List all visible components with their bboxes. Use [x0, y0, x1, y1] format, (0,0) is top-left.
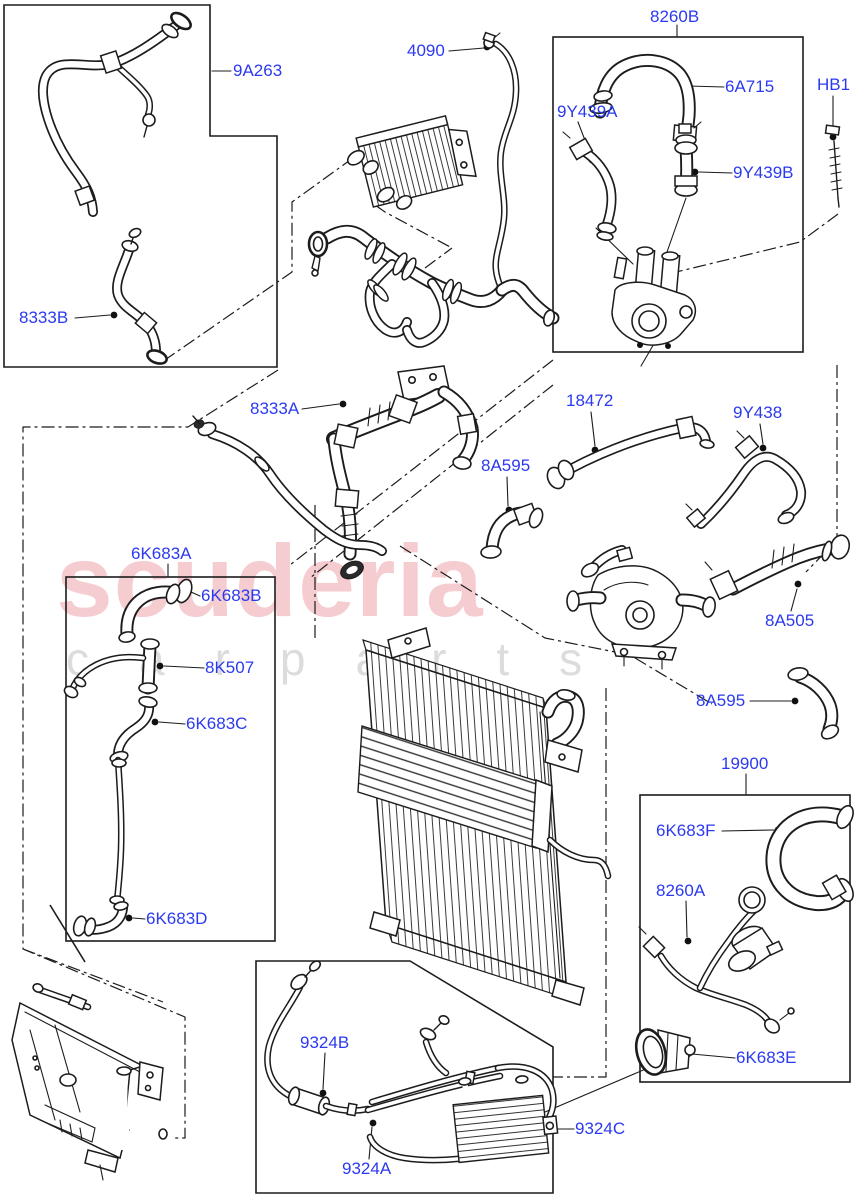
- elbow-8a595-lower-drawing: [787, 667, 840, 740]
- hose-6k683b-drawing: [118, 578, 193, 643]
- part-label-8a595-lower[interactable]: 8A595: [696, 691, 746, 710]
- part-label-6k683e[interactable]: 6K683E: [736, 1048, 797, 1067]
- elbow-6k683d-drawing: [72, 901, 129, 937]
- hose-8260a-drawing: [638, 886, 795, 1034]
- hose-6k683c-drawing: [109, 696, 158, 764]
- assembly-boxes: [3, 4, 851, 1194]
- adapter-6k683e-drawing: [634, 1028, 696, 1076]
- oil-cooler-drawing: [346, 114, 477, 210]
- part-label-8a595-upper[interactable]: 8A595: [481, 456, 531, 475]
- pipe-9y439b-drawing: [674, 123, 698, 197]
- part-label-8260b[interactable]: 8260B: [650, 7, 700, 26]
- pipe-6k683-drawing: [109, 759, 127, 904]
- part-label-9y439b[interactable]: 9Y439B: [733, 163, 794, 182]
- part-label-9y438[interactable]: 9Y438: [733, 403, 783, 422]
- part-label-8k507[interactable]: 8K507: [205, 658, 255, 677]
- part-label-9a263[interactable]: 9A263: [233, 61, 283, 80]
- part-label-9324a[interactable]: 9324A: [342, 1159, 392, 1178]
- part-label-18472[interactable]: 18472: [566, 391, 614, 410]
- part-label-9324b[interactable]: 9324B: [300, 1033, 350, 1052]
- part-label-9324c[interactable]: 9324C: [575, 1119, 626, 1138]
- fuel-cooler-pipes-drawing: [267, 960, 553, 1160]
- part-label-8333a[interactable]: 8333A: [250, 399, 300, 418]
- part-label-8333b[interactable]: 8333B: [19, 308, 69, 327]
- hose-6k683f-drawing: [773, 804, 854, 904]
- part-label-6k683f[interactable]: 6K683F: [656, 821, 716, 840]
- part-label-hb1[interactable]: HB1: [817, 75, 851, 94]
- elbow-8a595-upper-drawing: [480, 502, 544, 559]
- pipe-4090-drawing: [307, 31, 556, 343]
- hose-8333b-drawing: [117, 227, 168, 365]
- part-label-8a505[interactable]: 8A505: [765, 611, 815, 630]
- hose-9y438-drawing: [685, 430, 801, 527]
- part-label-6k683d[interactable]: 6K683D: [146, 909, 208, 928]
- tee-8k507-drawing: [63, 638, 160, 699]
- part-label-19900[interactable]: 19900: [721, 754, 769, 773]
- fuel-cooler-9324c-drawing: [452, 1075, 559, 1164]
- part-label-6a715[interactable]: 6A715: [725, 77, 775, 96]
- hose-8a505-drawing: [704, 534, 851, 601]
- pipe-18472-drawing: [546, 415, 715, 490]
- part-label-6k683c[interactable]: 6K683C: [186, 714, 248, 733]
- stud-hb1-drawing: [824, 124, 843, 208]
- support-bracket-drawing: [11, 983, 168, 1181]
- water-valve-drawing: [611, 246, 697, 349]
- part-label-9y439a[interactable]: 9Y439A: [557, 102, 618, 121]
- part-label-6k683a[interactable]: 6K683A: [131, 544, 192, 563]
- hose-9a263-drawing: [43, 11, 192, 212]
- part-label-4090[interactable]: 4090: [407, 41, 445, 60]
- part-label-6k683b[interactable]: 6K683B: [201, 586, 262, 605]
- radiator-drawing: [357, 627, 608, 1006]
- hose-8333a-drawing: [192, 365, 477, 580]
- thermostat-housing-drawing: [566, 547, 716, 670]
- part-label-8260a[interactable]: 8260A: [656, 881, 706, 900]
- hose-9y439a-drawing: [562, 131, 617, 241]
